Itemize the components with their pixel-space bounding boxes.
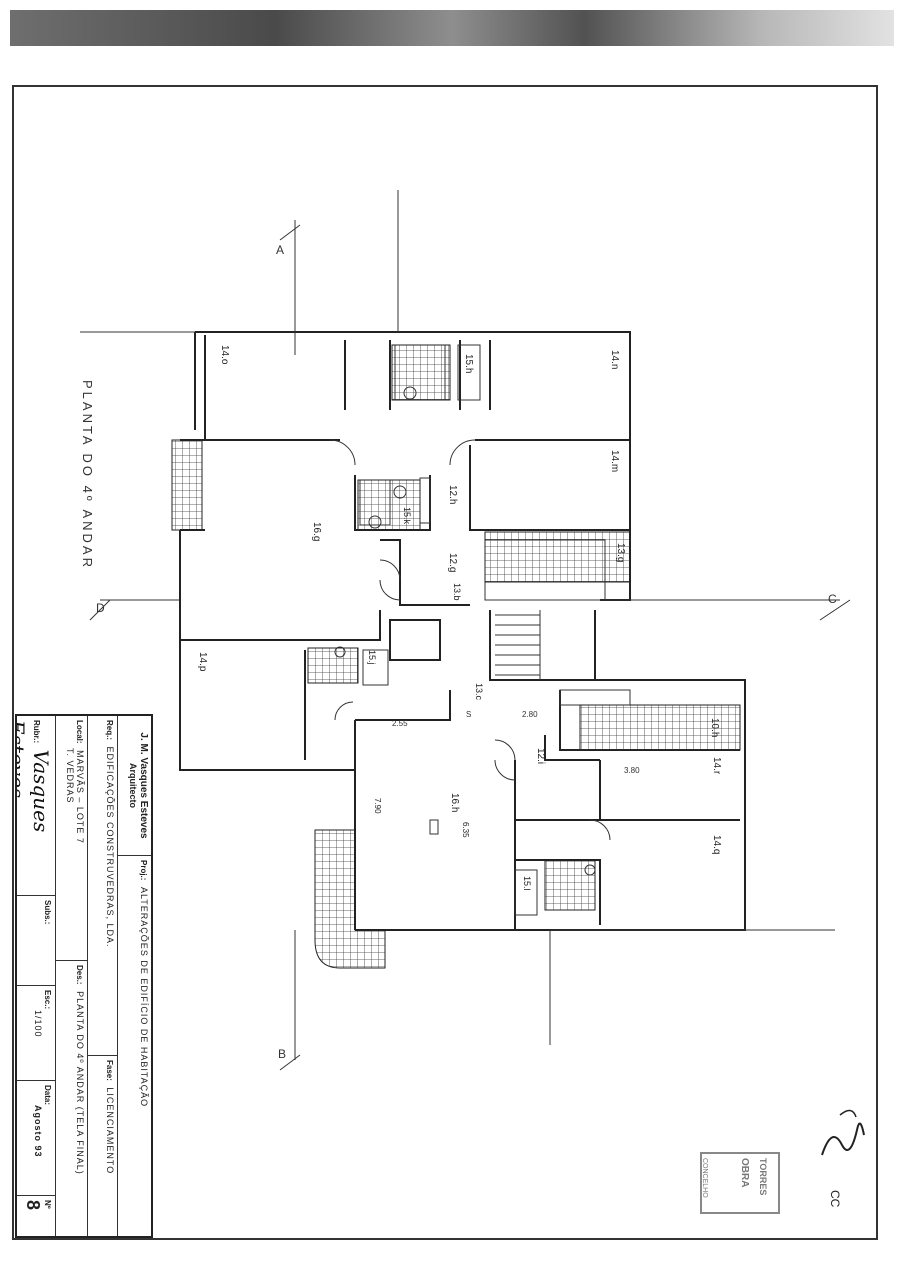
scan-edge-artifact xyxy=(10,10,894,46)
sheet-number-value: 8 xyxy=(23,1200,43,1211)
initials-mark: CC xyxy=(828,1190,842,1208)
stamp-line-2: OBRA xyxy=(739,1158,750,1188)
room-label: 13.b xyxy=(452,583,462,601)
room-label: 14.n xyxy=(609,350,620,370)
location-label: Local: xyxy=(75,720,84,744)
stamp-line-3: CONCELHO xyxy=(701,1158,708,1198)
scale-label: Esc.: xyxy=(43,990,52,1010)
room-label: 15.k xyxy=(402,507,412,525)
municipal-stamp: TORRES OBRA CONCELHO xyxy=(700,1152,780,1214)
section-mark-c: C xyxy=(828,592,837,606)
location-value-2: T. VEDRAS xyxy=(65,748,75,804)
subs-label: Subs.: xyxy=(43,900,52,925)
architect-name: J. M. Vasques Esteves xyxy=(138,732,149,839)
requester-value: EDIFICAÇÕES CONSTRUVEDRAS, LDA. xyxy=(105,746,115,948)
room-label: 14.q xyxy=(711,835,722,855)
drawing-frame xyxy=(12,85,878,1240)
room-label: 15.h xyxy=(463,354,474,374)
plan-title: PLANTA DO 4º ANDAR xyxy=(80,380,95,570)
phase-label: Fase: xyxy=(105,1060,114,1081)
room-label: 12.i xyxy=(535,748,546,765)
scale-value: 1/100 xyxy=(33,1010,43,1038)
dimension-label: 2.55 xyxy=(392,719,408,728)
section-mark-a: A xyxy=(276,243,285,257)
location-value: MARVÃS – LOTE 7 xyxy=(75,750,85,844)
phase-value: LICENCIAMENTO xyxy=(105,1087,115,1175)
dimension-label: S xyxy=(466,710,472,719)
room-label: 13.c xyxy=(474,683,484,701)
dimension-label: 2.80 xyxy=(522,710,538,719)
room-label: 14.o xyxy=(219,345,230,365)
architect-role: Arquitecto xyxy=(128,763,138,808)
section-mark-b: B xyxy=(278,1047,287,1061)
date-label: Data: xyxy=(43,1085,52,1106)
rubric-label: Rubr.: xyxy=(32,720,41,744)
room-label: 10.h xyxy=(709,718,720,738)
sheet-number-label: Nº xyxy=(43,1200,52,1209)
project-value: ALTERAÇÕES DE EDIFÍCIO DE HABITAÇÃO xyxy=(139,886,149,1108)
drawing-value: PLANTA DO 4º ANDAR (TELA FINAL) xyxy=(75,991,85,1175)
room-label: 13.g xyxy=(615,543,626,563)
requester-label: Req.: xyxy=(105,720,114,740)
date-value: Agosto 93 xyxy=(33,1105,43,1158)
room-label: 16.h xyxy=(449,793,460,813)
drawing-label: Des.: xyxy=(75,965,84,985)
dimension-label: 6.35 xyxy=(461,822,470,838)
title-block: J. M. Vasques Esteves Arquitecto Proj.: … xyxy=(15,714,153,1238)
room-label: 12.g xyxy=(447,553,458,573)
room-label: 15.j xyxy=(367,650,377,665)
room-label: 14.p xyxy=(197,652,208,672)
room-label: 16.g xyxy=(311,522,322,542)
room-label: 12.h xyxy=(447,485,458,505)
room-label: 15.l xyxy=(522,876,532,891)
stamp-line-1: TORRES xyxy=(758,1158,768,1196)
dimension-label: 7.90 xyxy=(373,798,382,814)
room-label: 14.m xyxy=(609,450,620,473)
section-mark-d: D xyxy=(96,601,105,615)
handwritten-initials-mark xyxy=(821,1109,865,1156)
room-label: 14.r xyxy=(711,757,722,775)
dimension-label: 3.80 xyxy=(624,766,640,775)
project-label: Proj.: xyxy=(139,860,148,881)
